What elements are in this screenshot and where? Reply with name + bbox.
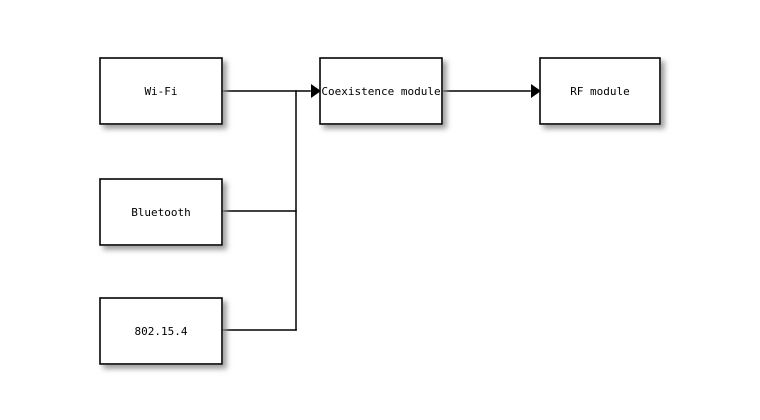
node-rf-module-label: RF module — [570, 85, 630, 98]
arrowhead-coexistence-input — [311, 84, 321, 98]
node-bluetooth-label: Bluetooth — [131, 206, 191, 219]
node-ieee802154-box[interactable] — [99, 297, 223, 365]
node-rf-module[interactable]: RF module — [539, 57, 661, 125]
arrowhead-rf-input — [531, 84, 541, 98]
node-wifi-box[interactable] — [99, 57, 223, 125]
node-ieee802154-label: 802.15.4 — [135, 325, 188, 338]
node-ieee802154[interactable]: 802.15.4 — [99, 297, 223, 365]
node-bluetooth[interactable]: Bluetooth — [99, 178, 223, 246]
edge-layer — [221, 84, 541, 331]
node-coexistence-module[interactable]: Coexistence module — [319, 57, 443, 125]
node-wifi[interactable]: Wi-Fi — [99, 57, 223, 125]
node-bluetooth-box[interactable] — [99, 178, 223, 246]
node-coexistence-module-box[interactable] — [319, 57, 443, 125]
node-rf-module-box[interactable] — [539, 57, 661, 125]
node-coexistence-module-label: Coexistence module — [321, 85, 440, 98]
node-wifi-label: Wi-Fi — [144, 85, 177, 98]
node-layer: Wi-Fi Bluetooth 802.15.4 Coexistence mod… — [99, 57, 661, 365]
